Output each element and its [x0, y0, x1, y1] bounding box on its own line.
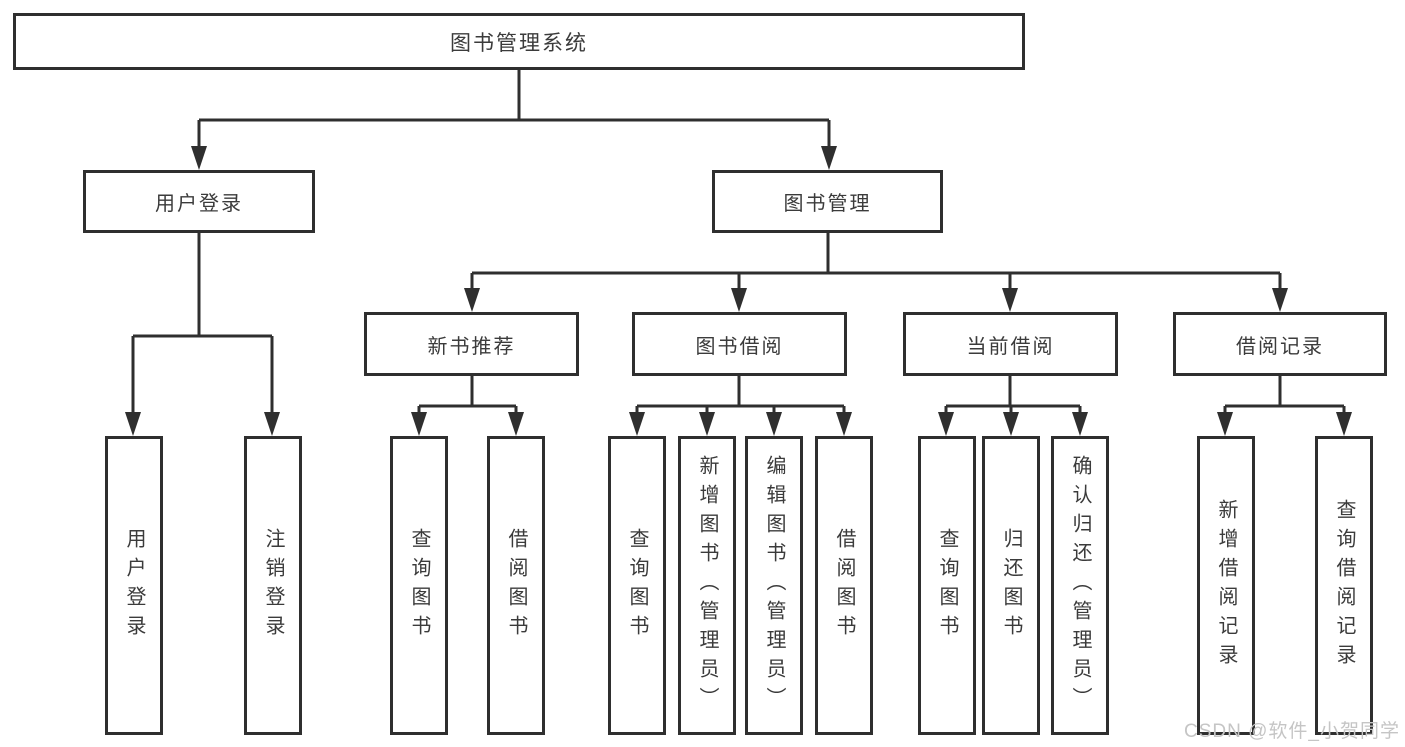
leaf-query-borrow-record: 查询借阅记录: [1315, 436, 1373, 735]
leaf-borrow-books-recommend: 借阅图书: [487, 436, 545, 735]
csdn-watermark: CSDN @软件_小贺同学: [1184, 721, 1400, 742]
node-label: 借阅图书: [833, 527, 855, 644]
node-label: 查询图书: [626, 527, 648, 644]
node-new-book-recommend: 新书推荐: [364, 312, 579, 376]
node-label: 查询借阅记录: [1333, 498, 1355, 673]
node-label: 用户登录: [155, 193, 243, 215]
node-library-management-system: 图书管理系统: [13, 13, 1025, 70]
leaf-logout: 注销登录: [244, 436, 302, 735]
node-label: 归还图书: [1000, 527, 1022, 644]
node-label: 查询图书: [408, 527, 430, 644]
leaf-query-books-borrow: 查询图书: [608, 436, 666, 735]
node-label: 查询图书: [936, 527, 958, 644]
node-book-borrow: 图书借阅: [632, 312, 847, 376]
node-label: 新增图书（管理员）: [696, 455, 718, 716]
leaf-add-borrow-record: 新增借阅记录: [1197, 436, 1255, 735]
leaf-borrow-books: 借阅图书: [815, 436, 873, 735]
node-user-login: 用户登录: [83, 170, 315, 233]
node-label: 借阅图书: [505, 527, 527, 644]
node-label: 借阅记录: [1236, 335, 1324, 358]
node-label: 新增借阅记录: [1215, 498, 1237, 673]
node-label: 图书管理系统: [450, 31, 588, 55]
leaf-add-books-admin: 新增图书（管理员）: [678, 436, 736, 735]
leaf-confirm-return-admin: 确认归还（管理员）: [1051, 436, 1109, 735]
node-label: 图书借阅: [695, 335, 784, 358]
leaf-return-books: 归还图书: [982, 436, 1040, 735]
node-label: 确认归还（管理员）: [1069, 455, 1091, 716]
node-label: 新书推荐: [427, 335, 516, 358]
node-label: 图书管理: [783, 193, 872, 215]
node-book-management: 图书管理: [712, 170, 943, 233]
node-label: 编辑图书（管理员）: [763, 455, 785, 716]
node-label: 当前借阅: [966, 335, 1055, 358]
node-borrow-records: 借阅记录: [1173, 312, 1387, 376]
node-current-borrow: 当前借阅: [903, 312, 1118, 376]
leaf-query-books-current: 查询图书: [918, 436, 976, 735]
node-label: 注销登录: [262, 527, 284, 644]
leaf-edit-books-admin: 编辑图书（管理员）: [745, 436, 803, 735]
leaf-user-login: 用户登录: [105, 436, 163, 735]
node-label: 用户登录: [123, 527, 145, 644]
leaf-query-books-recommend: 查询图书: [390, 436, 448, 735]
